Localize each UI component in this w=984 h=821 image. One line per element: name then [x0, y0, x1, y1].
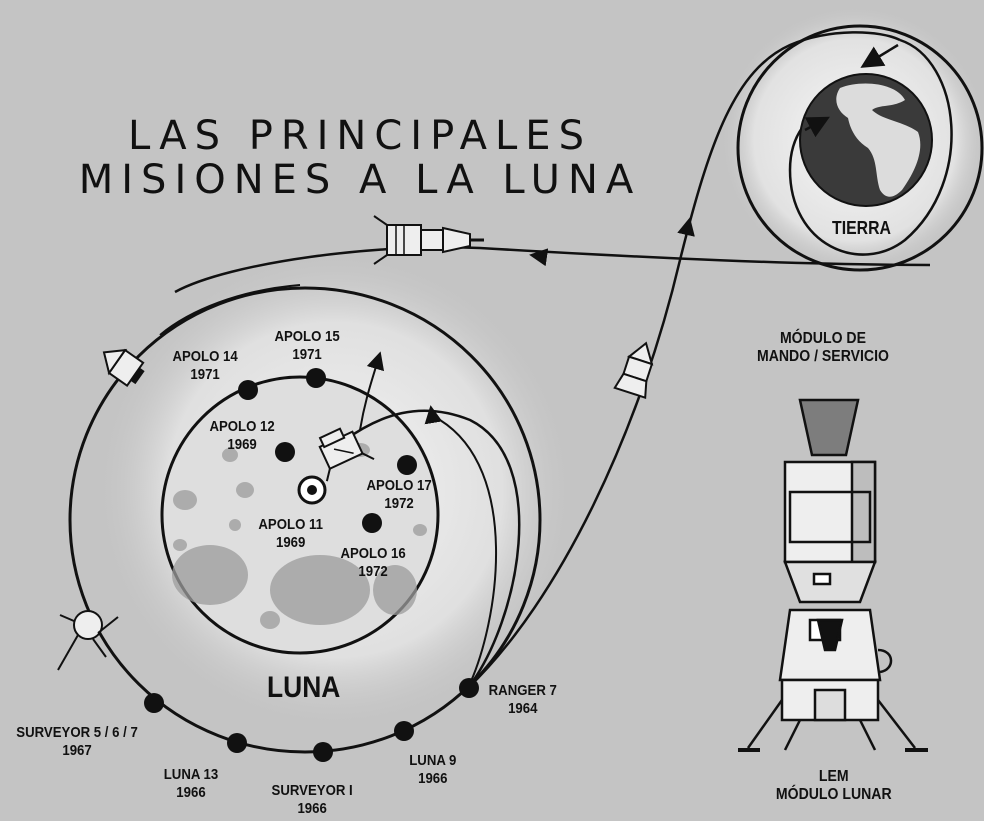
capsule-left: [102, 348, 145, 388]
command-service-module: [783, 398, 877, 604]
lunar-module-on-moon: [318, 427, 375, 482]
orbit-arc: [159, 284, 301, 336]
spacecraft-return: [373, 215, 484, 265]
earth-inner-orbit: [788, 38, 953, 256]
lunar-module-lem: [738, 608, 928, 752]
outbound-trajectory: [467, 31, 901, 689]
apollo-path-2: [439, 419, 497, 689]
moon-craters: [172, 443, 427, 629]
surveyor-lander: [57, 610, 119, 671]
lunar-orbit: [68, 286, 542, 754]
apollo-path-1: [344, 409, 521, 689]
title-line-1: LAS PRINCIPALES: [128, 113, 592, 159]
earth-continents: [836, 83, 921, 197]
title-line-2: MISIONES A LA LUNA: [78, 157, 642, 203]
capsule-right: [613, 341, 654, 400]
moon-label: LUNA: [266, 671, 341, 704]
earth-label: TIERRA: [832, 218, 891, 238]
mission-dots: [144, 368, 479, 762]
return-trajectory: [174, 245, 931, 294]
earth-outer-orbit: [736, 24, 984, 272]
